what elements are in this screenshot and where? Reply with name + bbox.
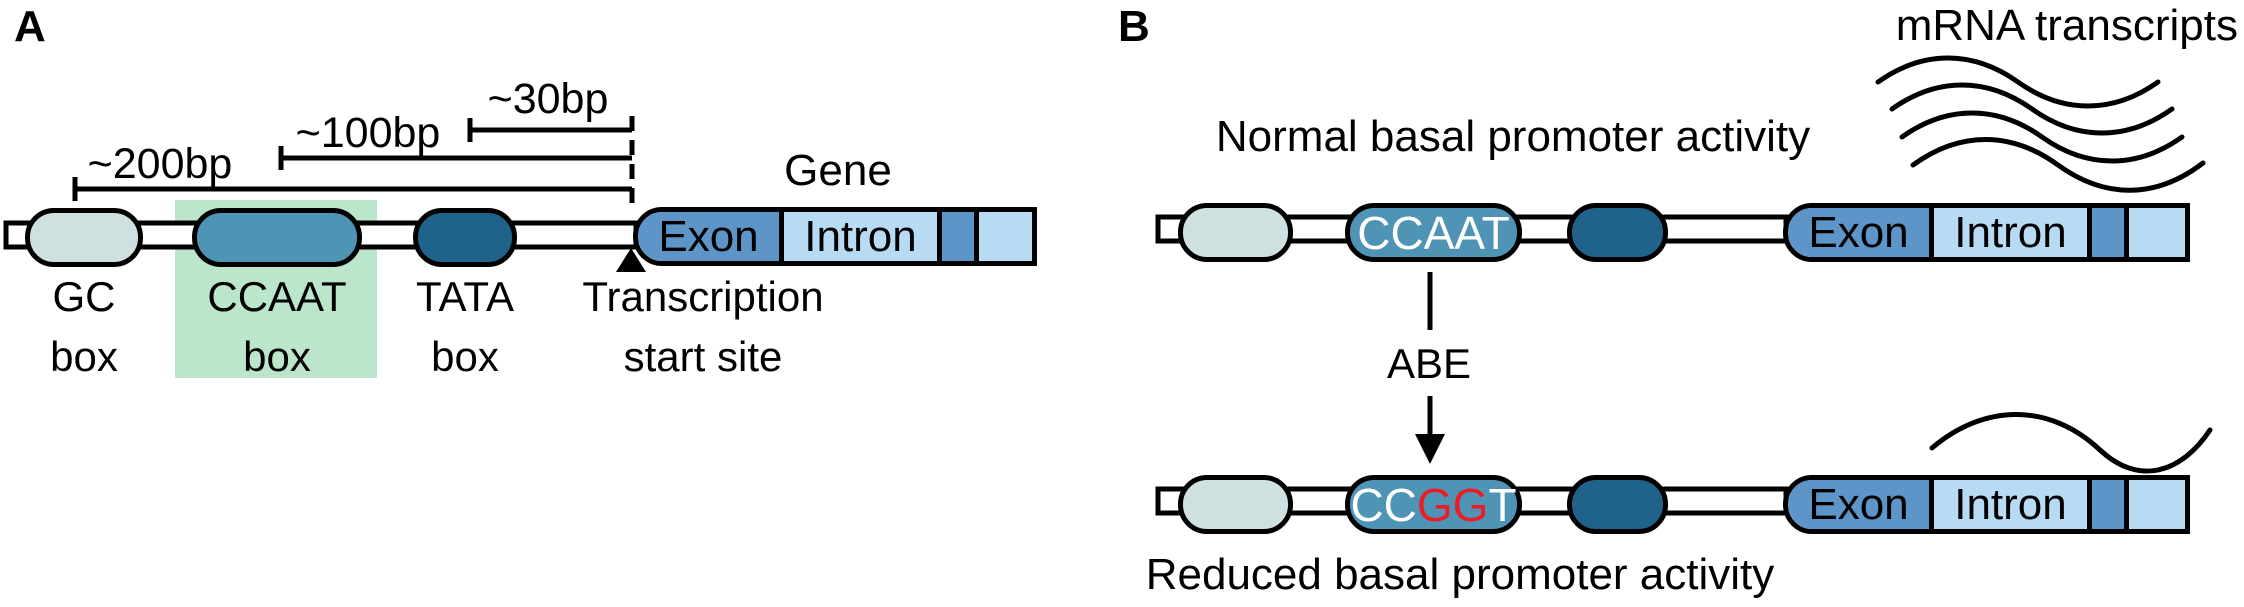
mrna-wave-2 — [1889, 82, 2175, 136]
mrna-transcripts-label: mRNA transcripts — [1895, 1, 2238, 50]
exon2-segment — [2087, 480, 2124, 529]
distance-30bp-label: ~30bp — [487, 75, 609, 123]
tss-label-line1: Transcription — [582, 273, 824, 320]
exon-label: Exon — [658, 211, 759, 261]
ccaat-box-b-top: CCAAT — [1345, 203, 1522, 262]
tata-box-b-top — [1567, 203, 1668, 262]
ccggt-box-b-bottom: CCGGT — [1345, 475, 1522, 534]
utr-segment — [2124, 208, 2185, 257]
distance-200bp-label: ~200bp — [87, 140, 233, 188]
ccaat-sequence: CCAAT — [1357, 206, 1510, 259]
utr-segment — [2124, 480, 2185, 529]
panel-b-letter: B — [1118, 2, 1150, 51]
intron-label: Intron — [1954, 479, 2067, 529]
ccggt-sequence: CCGGT — [1350, 478, 1516, 532]
gc-box-a — [25, 208, 143, 267]
tss-triangle-a — [616, 248, 646, 272]
intron-segment: Intron — [779, 212, 937, 261]
gene-bar-b-bottom: Exon Intron — [1783, 475, 2190, 534]
tata-box-b-bottom — [1567, 475, 1668, 534]
ccaat-box-label-line2: box — [243, 333, 311, 380]
gc-box-b-top — [1178, 203, 1293, 262]
bracket-100bp — [278, 146, 632, 170]
normal-activity-label: Normal basal promoter activity — [1215, 112, 1811, 161]
ccaat-box-label-line1: CCAAT — [207, 273, 347, 320]
gene-bar-a: Exon Intron — [633, 207, 1037, 266]
mrna-wave-4 — [1910, 137, 2206, 193]
panel-a-letter: A — [14, 2, 46, 51]
tata-box-label-line2: box — [431, 333, 499, 380]
bracket-30bp — [467, 118, 632, 142]
tata-box-a — [413, 208, 517, 267]
tss-label-line2: start site — [623, 333, 783, 380]
bracket-200bp — [72, 177, 632, 201]
exon-label: Exon — [1808, 479, 1909, 529]
tata-box-label-line1: TATA — [416, 273, 514, 320]
distance-100bp-label: ~100bp — [295, 109, 441, 157]
ccaat-box-a — [192, 208, 362, 267]
reduced-activity-label: Reduced basal promoter activity — [1145, 550, 1775, 599]
exon-segment: Exon — [1788, 208, 1929, 257]
intron-label: Intron — [804, 211, 917, 261]
mrna-wave-reduced — [1929, 412, 2213, 474]
abe-arrowhead — [1415, 434, 1445, 464]
mrna-wave-3 — [1899, 110, 2185, 164]
gc-box-label-line2: box — [50, 333, 118, 380]
intron-segment: Intron — [1929, 480, 2087, 529]
gc-box-b-bottom — [1178, 475, 1293, 534]
exon2-segment — [937, 212, 974, 261]
exon-label: Exon — [1808, 207, 1909, 257]
exon-segment: Exon — [1788, 480, 1929, 529]
seq-prefix: CC — [1350, 478, 1417, 531]
intron-label: Intron — [1954, 207, 2067, 257]
utr-segment — [974, 212, 1032, 261]
gc-box-label-line1: GC — [52, 273, 116, 320]
gene-title: Gene — [784, 146, 892, 195]
seq-mutated-bases: GG — [1416, 478, 1489, 531]
exon2-segment — [2087, 208, 2124, 257]
gene-bar-b-top: Exon Intron — [1783, 203, 2190, 262]
seq-suffix: T — [1488, 478, 1517, 531]
mrna-wave-1 — [1875, 55, 2161, 109]
intron-segment: Intron — [1929, 208, 2087, 257]
abe-label: ABE — [1386, 340, 1472, 387]
exon-segment: Exon — [638, 212, 779, 261]
